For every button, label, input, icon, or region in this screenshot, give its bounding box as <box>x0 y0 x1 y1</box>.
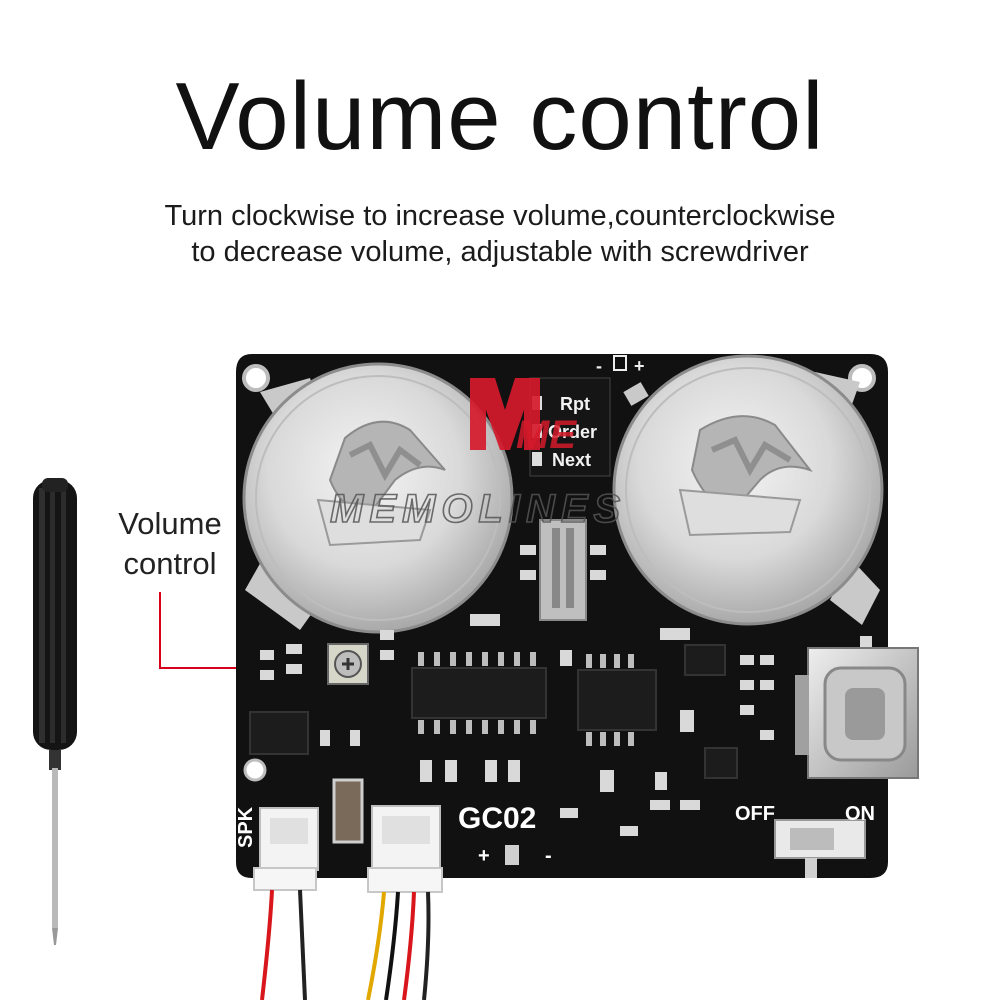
wires <box>260 889 431 1000</box>
speaker-label: SPK <box>235 806 257 848</box>
subtitle-line-2: to decrease volume, adjustable with scre… <box>191 236 809 268</box>
screwdriver <box>33 478 77 945</box>
button-label-next: Next <box>552 450 591 470</box>
ic-chip-secondary <box>577 669 657 731</box>
button-label-rpt: Rpt <box>560 394 590 414</box>
page-title: Volume control <box>175 63 825 170</box>
switch-off-label: OFF <box>735 803 775 825</box>
ic-chip-amp <box>249 711 309 755</box>
battery-holder-right <box>612 354 884 626</box>
top-polarity-minus: - <box>596 356 602 376</box>
button-label-order: Order <box>548 422 597 442</box>
board-model-label: GC02 <box>458 802 536 835</box>
watermark-logo-text: ME <box>516 413 577 457</box>
pcb-board: Rpt Order Next - + <box>235 354 919 893</box>
potentiometer <box>327 643 369 685</box>
power-switch <box>774 819 866 878</box>
speaker-connector <box>253 807 319 891</box>
switch-on-label: ON <box>845 803 875 825</box>
watermark: ME MEMOLINES <box>329 378 626 532</box>
watermark-logo-icon <box>470 378 540 450</box>
watermark-text: MEMOLINES <box>330 487 626 531</box>
polarity-minus-label: - <box>545 845 552 867</box>
ic-chip-main <box>411 667 547 719</box>
top-polarity-plus: + <box>634 356 645 376</box>
polarity-plus-label: + <box>478 845 490 867</box>
subtitle-line-1: Turn clockwise to increase volume,counte… <box>164 200 836 232</box>
callout-label-line-1: Volume <box>118 506 222 541</box>
callout-label-line-2: control <box>123 546 217 581</box>
capacitor <box>332 778 364 844</box>
usb-c-port <box>795 647 919 779</box>
battery-holder-left <box>242 362 514 634</box>
battery-connector <box>367 805 443 893</box>
